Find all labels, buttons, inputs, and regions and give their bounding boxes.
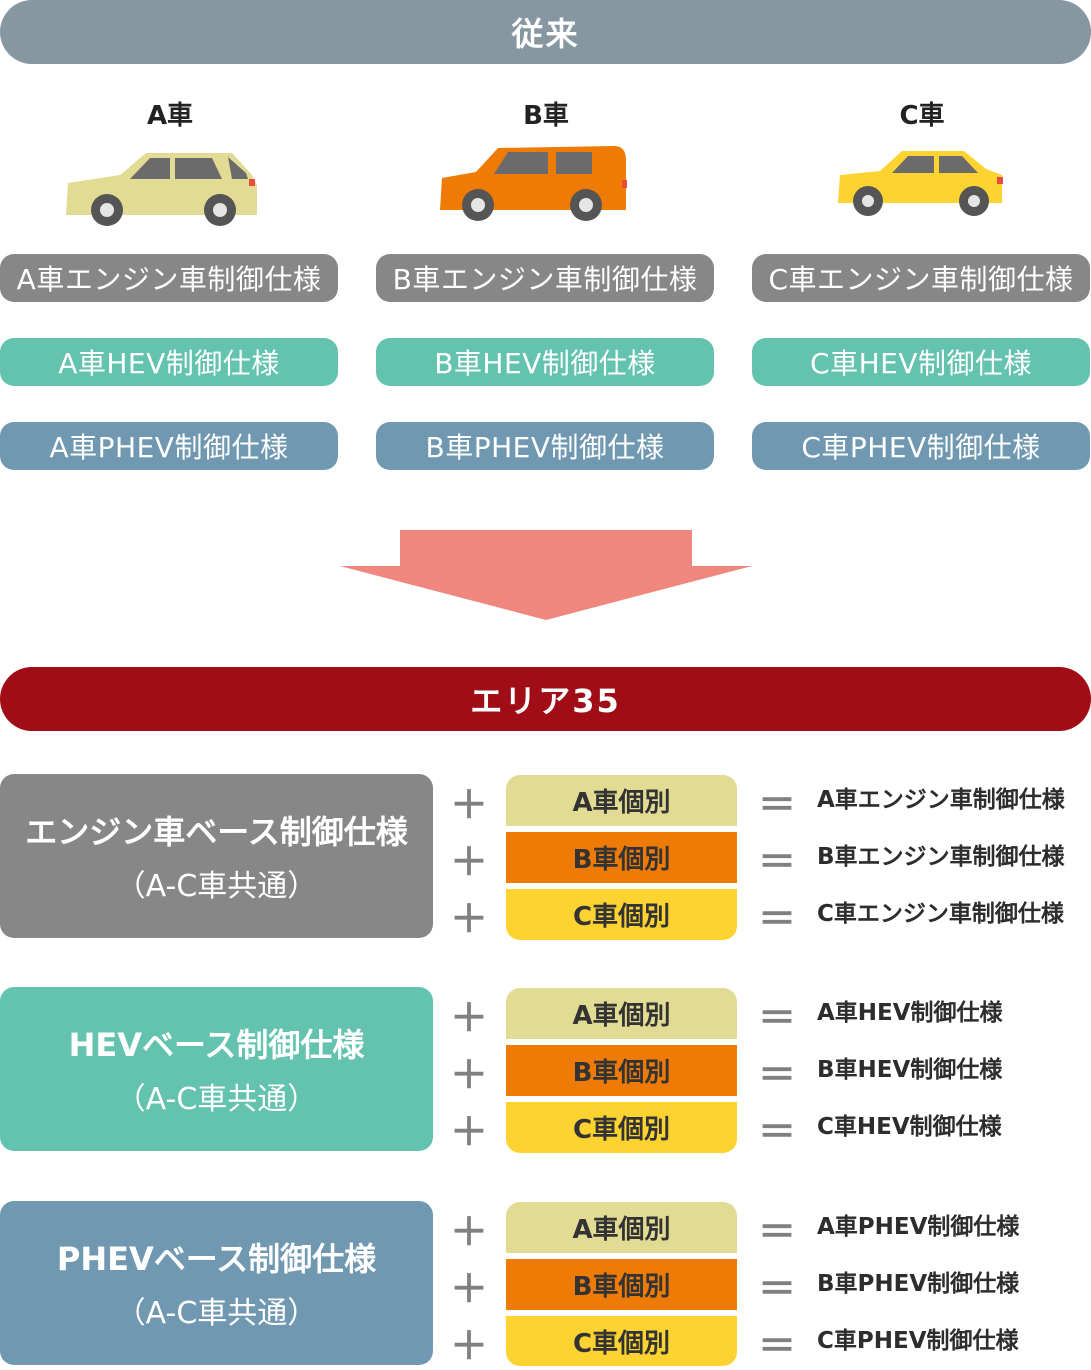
phev-base-sub: （A-C車共通） (115, 1296, 318, 1331)
plus-icon: ＋ (449, 896, 488, 941)
result-b-engine: B車エンジン車制御仕様 (817, 844, 1065, 870)
spec-a-phev: A車PHEV制御仕様 (0, 422, 338, 470)
plus-icon: ＋ (449, 1052, 488, 1097)
spec-c-hev: C車HEV制御仕様 (752, 338, 1090, 386)
individual-c-box: C車個別 (506, 1102, 737, 1153)
result-a-engine: A車エンジン車制御仕様 (817, 787, 1065, 813)
individual-b-box: B車個別 (506, 1045, 737, 1096)
result-c-engine: C車エンジン車制御仕様 (817, 901, 1064, 927)
result-c-phev: C車PHEV制御仕様 (817, 1328, 1019, 1354)
individual-a-box: A車個別 (506, 775, 737, 826)
equals-icon: ＝ (757, 839, 796, 884)
equals-icon: ＝ (757, 896, 796, 941)
phev-base-title: PHEVベース制御仕様 (56, 1240, 377, 1278)
car-name-b: B車 (523, 101, 569, 131)
result-c-hev: C車HEV制御仕様 (817, 1114, 1002, 1140)
engine-base-spec: エンジン車ベース制御仕様 （A-C車共通） (0, 774, 433, 938)
conventional-title: 従来 (511, 15, 580, 53)
plus-icon: ＋ (449, 1323, 488, 1368)
spec-b-hev: B車HEV制御仕様 (376, 338, 714, 386)
down-arrow-icon (340, 530, 752, 620)
plus-icon: ＋ (449, 839, 488, 884)
phev-base-spec: PHEVベース制御仕様 （A-C車共通） (0, 1201, 433, 1365)
result-b-hev: B車HEV制御仕様 (817, 1057, 1003, 1083)
result-a-hev: A車HEV制御仕様 (817, 1000, 1003, 1026)
spec-c-phev: C車PHEV制御仕様 (752, 422, 1090, 470)
engine-base-sub: （A-C車共通） (115, 869, 318, 904)
car-name-a: A車 (146, 101, 194, 131)
plus-icon: ＋ (449, 1109, 488, 1154)
plus-icon: ＋ (449, 782, 488, 827)
result-b-phev: B車PHEV制御仕様 (817, 1271, 1020, 1297)
result-a-phev: A車PHEV制御仕様 (817, 1214, 1020, 1240)
equals-icon: ＝ (757, 1266, 796, 1311)
conventional-header: 従来 (0, 0, 1091, 64)
area35-header: エリア35 (0, 667, 1091, 731)
equals-icon: ＝ (757, 1109, 796, 1154)
plus-icon: ＋ (449, 1266, 488, 1311)
equals-icon: ＝ (757, 1052, 796, 1097)
equals-icon: ＝ (757, 995, 796, 1040)
spec-a-engine: A車エンジン車制御仕様 (0, 254, 338, 302)
area35-title: エリア35 (470, 682, 621, 720)
individual-b-box: B車個別 (506, 832, 737, 883)
spec-a-hev: A車HEV制御仕様 (0, 338, 338, 386)
car-b-icon (440, 146, 627, 221)
individual-a-box: A車個別 (506, 988, 737, 1039)
equals-icon: ＝ (757, 782, 796, 827)
individual-c-box: C車個別 (506, 1316, 737, 1366)
car-name-c: C車 (899, 101, 945, 131)
engine-base-title: エンジン車ベース制御仕様 (25, 813, 408, 851)
individual-b-box: B車個別 (506, 1259, 737, 1310)
hev-base-sub: （A-C車共通） (115, 1082, 318, 1117)
plus-icon: ＋ (449, 1209, 488, 1254)
spec-c-engine: C車エンジン車制御仕様 (752, 254, 1090, 302)
hev-base-title: HEVベース制御仕様 (68, 1026, 365, 1064)
hev-base-spec: HEVベース制御仕様 （A-C車共通） (0, 987, 433, 1151)
equals-icon: ＝ (757, 1323, 796, 1368)
spec-b-engine: B車エンジン車制御仕様 (376, 254, 714, 302)
spec-b-phev: B車PHEV制御仕様 (376, 422, 714, 470)
car-c-icon (838, 151, 1003, 216)
equals-icon: ＝ (757, 1209, 796, 1254)
individual-c-box: C車個別 (506, 889, 737, 940)
individual-a-box: A車個別 (506, 1202, 737, 1253)
car-a-icon (66, 153, 257, 226)
plus-icon: ＋ (449, 995, 488, 1040)
